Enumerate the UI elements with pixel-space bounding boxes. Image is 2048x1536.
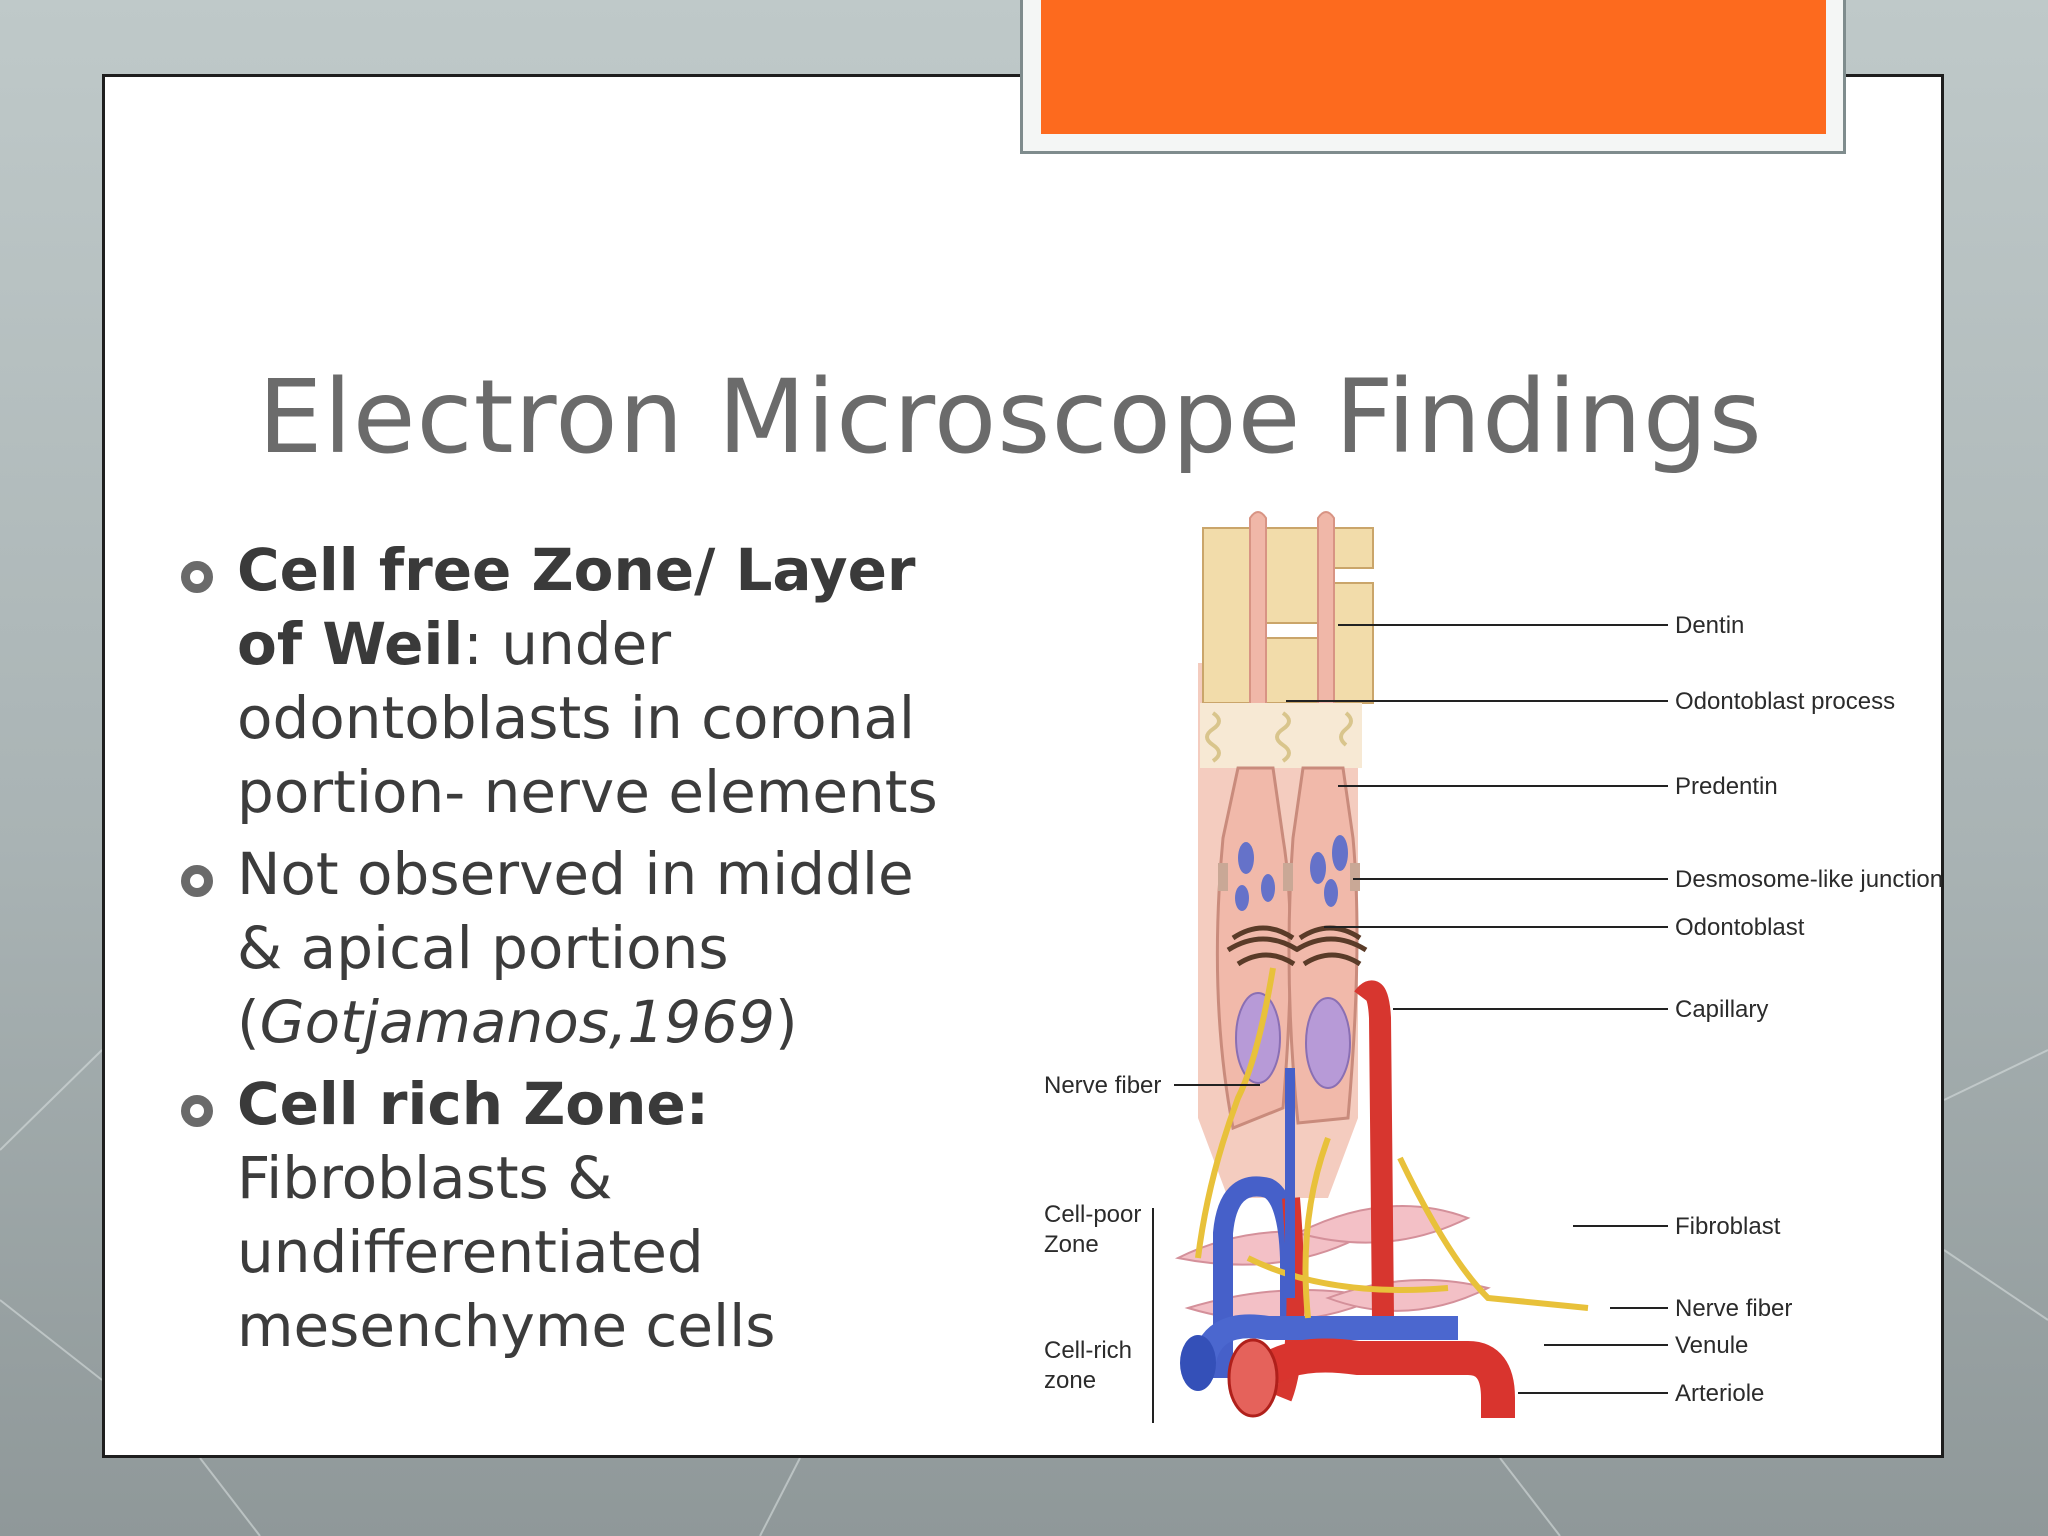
label-cell-poor-zone-line2: Zone	[1044, 1231, 1099, 1258]
bullet-icon	[181, 1095, 213, 1127]
bullet-icon	[181, 865, 213, 897]
label-predentin: Predentin	[1675, 773, 1778, 800]
label-cell-rich-zone-line1: Cell-rich	[1044, 1337, 1132, 1364]
label-dentin: Dentin	[1675, 612, 1744, 639]
label-nerve-fiber-left: Nerve fiber	[1044, 1072, 1161, 1099]
bullet-text-close: )	[775, 988, 798, 1056]
bullet-bold-text: Cell free Zone/ Layer of Weil	[237, 536, 916, 678]
label-fibroblast: Fibroblast	[1675, 1213, 1781, 1240]
label-cell-poor-zone-line1: Cell-poor	[1044, 1201, 1141, 1228]
label-cell-rich-zone-line2: zone	[1044, 1367, 1096, 1394]
bullet-item: Not observed in middle & apical portions…	[177, 837, 977, 1059]
accent-bar	[1041, 0, 1826, 134]
bullet-citation: Gotjamanos,1969	[259, 988, 776, 1056]
bullet-list: Cell free Zone/ Layer of Weil: under odo…	[177, 533, 977, 1371]
label-arteriole: Arteriole	[1675, 1380, 1764, 1407]
bullet-text: Fibroblasts & undifferentiated mesenchym…	[237, 1144, 776, 1360]
bullet-item: Cell rich Zone: Fibroblasts & undifferen…	[177, 1067, 977, 1363]
bullet-text: : under odontoblasts in coronal portion-…	[237, 610, 938, 826]
bullet-bold-text: Cell rich Zone:	[237, 1070, 709, 1138]
label-odontoblast: Odontoblast	[1675, 914, 1805, 941]
label-nerve-fiber-right: Nerve fiber	[1675, 1295, 1792, 1322]
label-desmosome: Desmosome-like junction	[1675, 866, 1943, 893]
label-odontoblast-process: Odontoblast process	[1675, 688, 1895, 715]
label-venule: Venule	[1675, 1332, 1748, 1359]
bullet-icon	[181, 561, 213, 593]
slide: Electron Microscope Findings Cell free Z…	[102, 74, 1944, 1458]
label-capillary: Capillary	[1675, 996, 1768, 1023]
slide-title: Electron Microscope Findings	[258, 358, 1763, 477]
bullet-text: Not observed in middle & apical portions…	[237, 840, 914, 1056]
bullet-item: Cell free Zone/ Layer of Weil: under odo…	[177, 533, 977, 829]
pulp-zones-illustration: Dentin Odontoblast process Predentin Des…	[1044, 511, 1943, 1423]
